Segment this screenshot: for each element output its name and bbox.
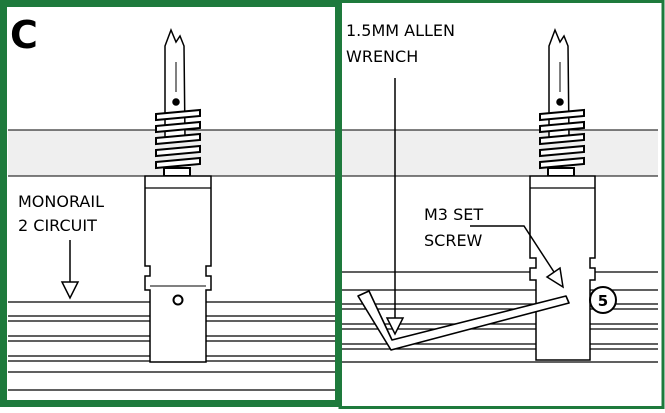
step-number: 5	[598, 292, 608, 310]
rail-adapter-right	[529, 175, 596, 361]
set-screw-label-line2: SCREW	[424, 231, 483, 250]
ceiling-standoff	[164, 27, 186, 139]
set-screw-hole	[172, 294, 184, 306]
panel-letter: C	[10, 13, 38, 57]
step-badge: 5	[589, 286, 617, 314]
spring	[155, 108, 201, 177]
set-screw-leader	[470, 225, 564, 289]
ceiling-standoff-right	[548, 27, 570, 139]
left-panel: MONORAIL 2 CIRCUIT C	[8, 13, 336, 391]
wrench-label-line2: WRENCH	[346, 47, 418, 66]
wrench-label-line1: 1.5MM ALLEN	[346, 21, 455, 40]
wrench-arrow	[385, 78, 405, 336]
spring-right	[539, 108, 585, 177]
monorail-label-line1: MONORAIL	[18, 192, 104, 211]
set-screw-label-line1: M3 SET	[424, 205, 483, 224]
ceiling-band-right	[340, 130, 658, 176]
monorail-arrow	[60, 240, 80, 300]
monorail-label-line2: 2 CIRCUIT	[18, 216, 97, 235]
allen-wrench	[357, 290, 570, 351]
right-panel: 1.5MM ALLEN WRENCH M3 SET SCREW 5	[340, 21, 658, 363]
rail-adapter	[144, 175, 212, 363]
